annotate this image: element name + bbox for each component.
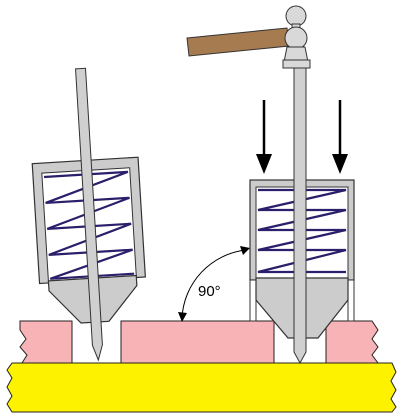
force-arrows bbox=[256, 100, 348, 174]
angle-arc bbox=[181, 249, 247, 319]
down-arrow-icon bbox=[332, 100, 348, 174]
right-angle-arc-icon bbox=[178, 246, 250, 322]
down-arrow-icon bbox=[256, 100, 272, 174]
hammer-handle bbox=[186, 27, 290, 57]
angle-arc-arrowhead-top bbox=[240, 246, 250, 255]
angle-label: 90° bbox=[198, 283, 221, 300]
base-plate bbox=[6, 362, 397, 413]
workpiece-plate-right bbox=[325, 320, 379, 364]
upright-punch-icon bbox=[249, 67, 355, 365]
workpiece-plate-left bbox=[19, 320, 73, 364]
workpiece-plate-middle bbox=[120, 320, 275, 364]
hammer-striking-face bbox=[282, 59, 311, 69]
angle-arc-arrowhead-bottom bbox=[178, 312, 187, 322]
hammer-icon bbox=[186, 5, 311, 69]
right-punch-guide-right bbox=[347, 279, 355, 322]
right-punch-guide-left bbox=[249, 279, 257, 322]
workpiece-plates bbox=[19, 320, 379, 364]
right-punch-pin bbox=[293, 67, 307, 365]
left-punch-pin bbox=[74, 67, 103, 362]
hammer-knob bbox=[285, 5, 307, 27]
hammer-head-ball bbox=[284, 26, 308, 50]
tilted-punch-icon bbox=[31, 67, 146, 362]
